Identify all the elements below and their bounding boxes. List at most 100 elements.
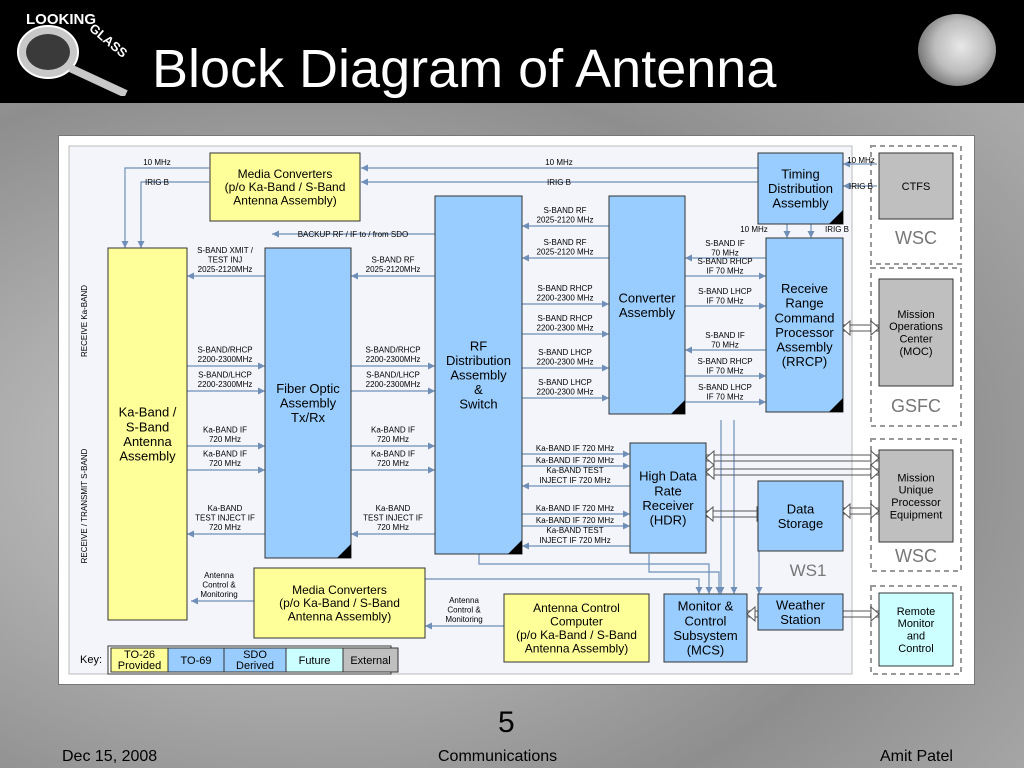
line-sig-sband-lhcp-ka-head xyxy=(258,387,265,395)
sig-hdr-if-4: Ka-BAND IF 720 MHz xyxy=(536,516,614,525)
line-sig-sband-rhcp-f-head xyxy=(428,362,435,370)
line-sig-sband-rf-1-tail xyxy=(522,222,529,230)
key-item-0 xyxy=(110,647,169,673)
line-sig-if70-1-tail xyxy=(685,254,692,262)
link-hdr-mupe-2-left xyxy=(705,463,715,481)
line-sig-sband-lhcp-f-head xyxy=(428,387,435,395)
link-hdr-mupe-1 xyxy=(706,454,879,462)
line-sig-sband-xmit-tail xyxy=(187,272,194,280)
block-fiber-optic-corner xyxy=(337,544,351,558)
footer-date: Dec 15, 2008 xyxy=(62,748,158,765)
slide-title: Block Diagram of Antenna xyxy=(152,39,777,99)
key-item-1 xyxy=(167,647,225,673)
looking-glass-logo: LOOKING GLASS xyxy=(17,11,131,96)
gsfc-group xyxy=(870,267,962,427)
block-ctfs xyxy=(878,152,954,220)
key-item-3 xyxy=(285,647,344,673)
sig-hdr-if-2: Ka-BAND IF 720 MHz xyxy=(536,456,614,465)
line-sig-hdr-if-3-head xyxy=(623,510,630,518)
line-ant-ctrl-2-head xyxy=(425,622,432,630)
block-media-converters-bottom xyxy=(253,567,426,639)
sig-10mhz-left: 10 MHz xyxy=(143,158,171,167)
block-fiber-optic xyxy=(264,247,352,559)
line-mcs-rrcp-head xyxy=(717,587,725,594)
footer-author: Amit Patel xyxy=(880,748,953,765)
sig-timing-10mhz: 10 MHz xyxy=(740,225,768,234)
moon-image xyxy=(918,14,996,86)
line-sig-lhcp-conv-1-head xyxy=(602,364,609,372)
line-sig-sband-rf-fiber-tail xyxy=(351,272,358,280)
link-rrcp-moc-right xyxy=(870,319,880,337)
key-item-label-1: TO-69 xyxy=(181,655,212,667)
link-hdr-mupe-1-right xyxy=(870,449,880,467)
line-ant-ctrl-1-head xyxy=(191,597,198,605)
line-mcs-hdr xyxy=(648,554,720,594)
block-antenna-control-computer xyxy=(503,593,650,663)
link-hdr-mupe-1-left xyxy=(705,449,715,467)
block-rrcp xyxy=(765,237,844,413)
line-sig-ka-test-a-tail xyxy=(187,530,194,538)
line-mcs-rf-head xyxy=(705,587,713,594)
sig-hdr-if-1: Ka-BAND IF 720 MHz xyxy=(536,444,614,453)
block-hdr xyxy=(629,442,707,554)
sig-10mhz-top: 10 MHz xyxy=(545,158,573,167)
block-rf-distribution xyxy=(434,195,523,555)
sig-receive-ka: RECEIVE Ka-BAND xyxy=(80,285,89,357)
footer-topic: Communications xyxy=(438,748,558,765)
link-storage-mupe-left xyxy=(841,502,851,520)
line-sig-sband-rhcp-ka-head xyxy=(258,362,265,370)
block-rrcp-corner xyxy=(829,398,843,412)
line-sig-lhcp70-1-head xyxy=(759,302,766,310)
block-mupe xyxy=(878,449,954,543)
slide-header: LOOKING GLASS Block Diagram of Antenna xyxy=(0,0,1024,103)
block-data-storage xyxy=(757,480,844,552)
line-irigb-left-head xyxy=(137,241,145,248)
key-item-label-4: External xyxy=(350,655,390,667)
block-ka-band-antenna xyxy=(107,247,188,621)
link-hdr-storage xyxy=(705,510,765,518)
line-sig-hdr-if-1-head xyxy=(623,450,630,458)
link-rrcp-moc-left xyxy=(841,319,851,337)
line-10mhz-top-head xyxy=(361,164,368,172)
page-number: 5 xyxy=(498,706,515,739)
line-sig-ka-if-b2-head xyxy=(428,466,435,474)
line-sig-sband-rf-2-tail xyxy=(522,254,529,262)
block-rf-distribution-corner xyxy=(508,540,522,554)
line-sig-rhcp-conv-2-head xyxy=(602,330,609,338)
sig-hdr-if-3: Ka-BAND IF 720 MHz xyxy=(536,504,614,513)
line-mcs-conv-head xyxy=(730,587,738,594)
line-mcs-storage-head xyxy=(755,587,763,594)
svg-text:LOOKING: LOOKING xyxy=(26,11,96,28)
line-sig-rhcp70-1-head xyxy=(759,272,766,280)
line-backup-head xyxy=(272,230,279,238)
key-item-label-3: Future xyxy=(299,655,331,667)
group-label-ws1: WS1 xyxy=(790,561,827,580)
